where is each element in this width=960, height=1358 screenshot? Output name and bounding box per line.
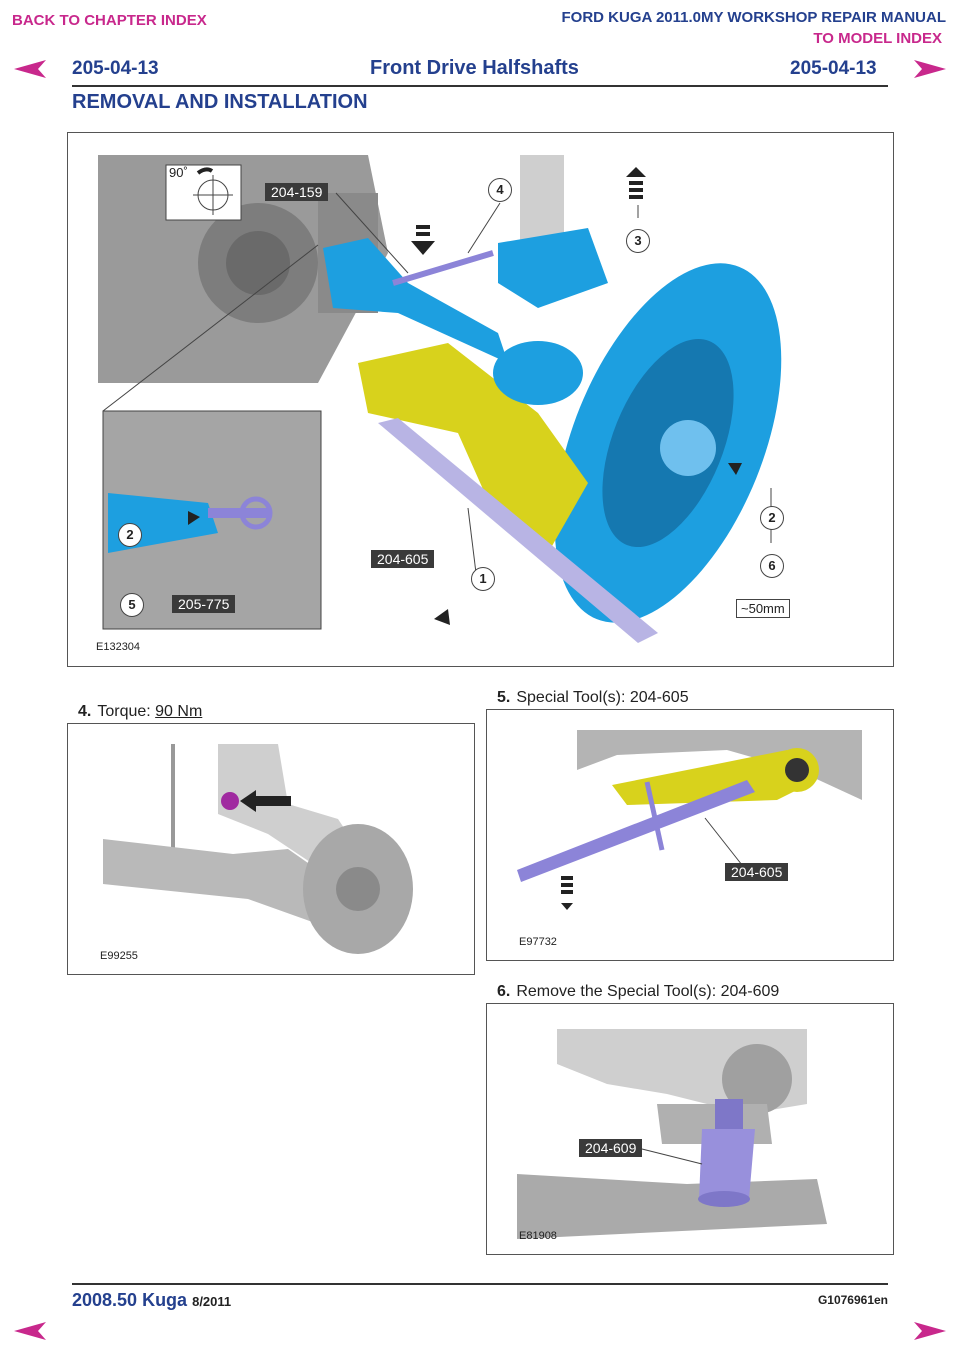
- figure-id-204-609: E81908: [519, 1230, 557, 1242]
- header-rule: [72, 85, 888, 87]
- back-to-chapter-index-link[interactable]: BACK TO CHAPTER INDEX: [12, 12, 207, 29]
- previous-page-arrow-icon[interactable]: [12, 58, 48, 80]
- figure-id-main: E132304: [96, 641, 141, 653]
- section-heading: REMOVAL AND INSTALLATION: [72, 91, 368, 113]
- callout-1: 1: [471, 567, 495, 591]
- special-tool-204-609-illustration: 204-609 E81908: [486, 1003, 894, 1255]
- figure-id-torque: E99255: [100, 950, 138, 962]
- callout-6: 6: [760, 554, 784, 578]
- torque-drawing: [103, 744, 413, 954]
- next-page-arrow-bottom-icon[interactable]: [912, 1320, 948, 1342]
- rotation-angle-label: 90˚: [169, 165, 188, 180]
- callout-5: 5: [120, 593, 144, 617]
- footer-doc-id: G1076961en: [817, 1293, 888, 1307]
- step-text: Torque:: [97, 703, 156, 720]
- halfshaft-removal-drawing: [98, 155, 782, 643]
- step-number: 4.: [78, 703, 92, 720]
- tool-label-204-609: 204-609: [579, 1139, 643, 1157]
- special-tool-204-605-drawing: [517, 730, 862, 910]
- to-model-index-link[interactable]: TO MODEL INDEX: [813, 30, 942, 47]
- step-text: Special Tool(s): 204-605: [516, 689, 689, 706]
- step-5: 5. Special Tool(s): 204-605: [497, 689, 689, 707]
- callout-4: 4: [488, 178, 512, 202]
- manual-title: FORD KUGA 2011.0MY WORKSHOP REPAIR MANUA…: [561, 9, 947, 26]
- footer-date: 8/2011: [192, 1294, 232, 1309]
- step-6: 6. Remove the Special Tool(s): 204-609: [497, 983, 779, 1001]
- step-number: 5.: [497, 689, 511, 706]
- footer-rule: [72, 1283, 888, 1285]
- tool-label-205-775: 205-775: [172, 595, 236, 613]
- tool-label-204-605: 204-605: [371, 550, 435, 568]
- main-illustration: 204-159 204-605 205-775 90˚ ~50mm 4 3 2 …: [67, 132, 894, 667]
- page-number-right: 205-04-13: [790, 58, 877, 79]
- torque-value-link[interactable]: 90 Nm: [155, 703, 203, 720]
- callout-2: 2: [760, 506, 784, 530]
- page-number-left: 205-04-13: [72, 58, 159, 79]
- special-tool-204-609-drawing: [517, 1029, 827, 1239]
- figure-id-204-605: E97732: [519, 936, 557, 948]
- tool-label-204-605: 204-605: [725, 863, 789, 881]
- callout-3: 3: [626, 229, 650, 253]
- special-tool-204-605-illustration: 204-605 E97732: [486, 709, 894, 961]
- previous-page-arrow-bottom-icon[interactable]: [12, 1320, 48, 1342]
- footer-model-name: 2008.50 Kuga: [72, 1290, 188, 1310]
- callout-2-inset: 2: [118, 523, 142, 547]
- torque-illustration: E99255: [67, 723, 475, 975]
- step-4: 4. Torque: 90 Nm: [78, 703, 202, 721]
- page-title: Front Drive Halfshafts: [370, 57, 579, 79]
- tool-label-204-159: 204-159: [265, 183, 329, 201]
- step-text: Remove the Special Tool(s): 204-609: [516, 983, 780, 1000]
- step-number: 6.: [497, 983, 511, 1000]
- next-page-arrow-icon[interactable]: [912, 58, 948, 80]
- gap-measurement-label: ~50mm: [736, 599, 790, 618]
- footer-model: 2008.50 Kuga 8/2011: [72, 1290, 231, 1311]
